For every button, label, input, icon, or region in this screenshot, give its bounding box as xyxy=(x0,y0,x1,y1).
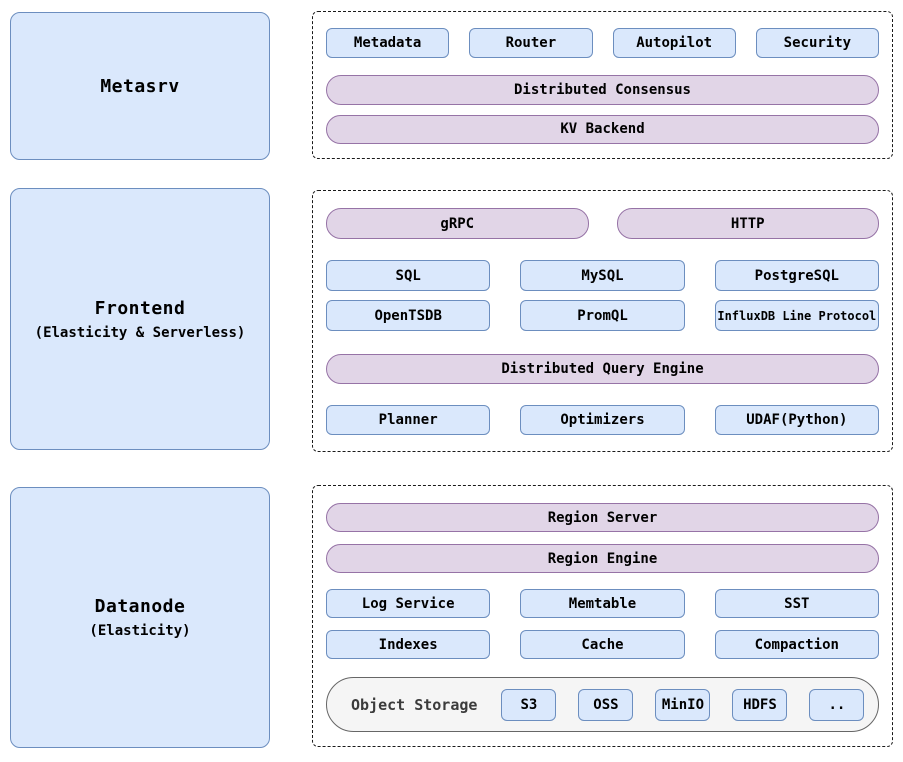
metasrv-modules-row: Metadata Router Autopilot Security xyxy=(326,28,879,58)
metasrv-panel: Metadata Router Autopilot Security Distr… xyxy=(312,11,893,159)
frontend-subtitle: (Elasticity & Serverless) xyxy=(34,324,246,341)
frontend-protocol-pills-row: gRPC HTTP xyxy=(326,208,879,239)
indexes-box: Indexes xyxy=(326,630,491,659)
grpc-pill: gRPC xyxy=(326,208,589,239)
distributed-query-engine-pill: Distributed Query Engine xyxy=(326,354,879,384)
region-engine-pill: Region Engine xyxy=(326,544,879,573)
frontend-panel: gRPC HTTP SQL MySQL PostgreSQL OpenTSDB … xyxy=(312,190,893,452)
datanode-storage-row-1: Log Service Memtable SST xyxy=(326,589,879,618)
frontend-engine-row: Planner Optimizers UDAF(Python) xyxy=(326,405,879,435)
router-box: Router xyxy=(469,28,593,58)
metadata-box: Metadata xyxy=(326,28,450,58)
memtable-box: Memtable xyxy=(520,589,685,618)
sql-box: SQL xyxy=(326,260,491,291)
hdfs-box: HDFS xyxy=(732,688,788,721)
cache-box: Cache xyxy=(520,630,685,659)
s3-box: S3 xyxy=(501,688,557,721)
region-server-pill: Region Server xyxy=(326,503,879,532)
opentsdb-box: OpenTSDB xyxy=(326,300,491,331)
kv-backend-pill: KV Backend xyxy=(326,114,879,144)
log-service-box: Log Service xyxy=(326,589,491,618)
autopilot-box: Autopilot xyxy=(612,28,736,58)
object-storage-label: Object Storage xyxy=(351,695,478,714)
promql-box: PromQL xyxy=(520,300,685,331)
object-storage-container: Object Storage S3 OSS MinIO HDFS .. xyxy=(326,677,879,732)
metasrv-title: Metasrv xyxy=(100,75,180,97)
datanode-node-box: Datanode (Elasticity) xyxy=(10,487,270,748)
http-pill: HTTP xyxy=(616,208,879,239)
oss-box: OSS xyxy=(578,688,634,721)
frontend-protocols-row-2: OpenTSDB PromQL InfluxDB Line Protocol xyxy=(326,300,879,331)
datanode-subtitle: (Elasticity) xyxy=(89,623,191,639)
distributed-consensus-pill: Distributed Consensus xyxy=(326,75,879,105)
optimizers-box: Optimizers xyxy=(520,405,685,435)
frontend-protocols-row-1: SQL MySQL PostgreSQL xyxy=(326,260,879,291)
minio-box: MinIO xyxy=(655,688,711,721)
frontend-title: Frontend xyxy=(94,297,186,319)
frontend-node-box: Frontend (Elasticity & Serverless) xyxy=(10,188,270,450)
mysql-box: MySQL xyxy=(520,260,685,291)
planner-box: Planner xyxy=(326,405,491,435)
udaf-python-box: UDAF(Python) xyxy=(714,405,879,435)
other-backends-box: .. xyxy=(809,688,865,721)
datanode-panel: Region Server Region Engine Log Service … xyxy=(312,485,893,747)
compaction-box: Compaction xyxy=(714,630,879,659)
metasrv-node-box: Metasrv xyxy=(10,12,270,160)
influxdb-line-protocol-box: InfluxDB Line Protocol xyxy=(714,300,879,331)
datanode-storage-row-2: Indexes Cache Compaction xyxy=(326,630,879,659)
postgresql-box: PostgreSQL xyxy=(714,260,879,291)
datanode-title: Datanode xyxy=(94,596,186,617)
sst-box: SST xyxy=(714,589,879,618)
security-box: Security xyxy=(755,28,879,58)
